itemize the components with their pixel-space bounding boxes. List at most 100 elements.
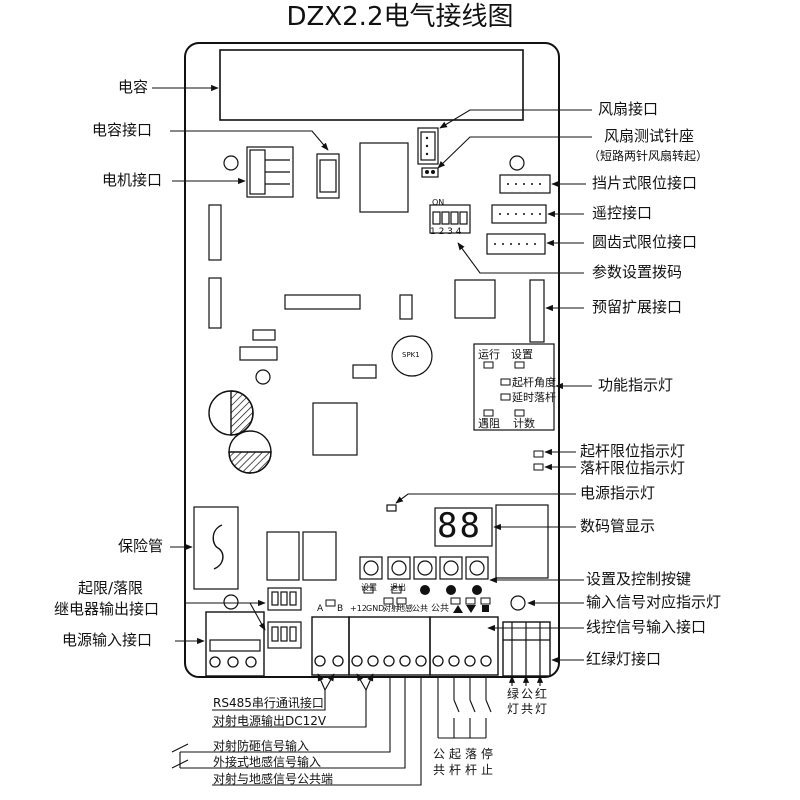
switch-stop2: 止: [481, 763, 494, 777]
ground-sense-label: 外接式地感信号输入: [213, 755, 322, 769]
terminal-b-label: B: [337, 604, 344, 614]
terminal-digan-label: 地感: [397, 604, 413, 613]
dip-numbers: 1 2 3 4: [430, 227, 462, 237]
remote-connector: [491, 204, 547, 224]
motor-connector: [246, 146, 294, 198]
blocked-indicator-label: 遇阻: [478, 417, 500, 430]
terminal-gonggong-label: 公共: [412, 604, 428, 613]
switch-stop: 停: [481, 747, 494, 761]
leader-dip: [457, 242, 584, 274]
shutter-limit-port-label: 挡片式限位接口: [592, 174, 698, 192]
fan-test-pin-label: 风扇测试针座: [604, 127, 695, 145]
up-button[interactable]: [413, 556, 437, 580]
function-indicator-label: 功能指示灯: [598, 376, 674, 394]
set-button-label: 设置: [361, 583, 377, 592]
leader-capacitor-port: [170, 130, 329, 151]
switch-common: 公: [433, 747, 446, 761]
board-component: [208, 277, 222, 329]
capacitor-port-label: 电容接口: [92, 121, 153, 139]
digital-display-label: 数码管显示: [580, 517, 656, 535]
fuse-label: 保险管: [118, 537, 164, 555]
relay-output-line2: 继电器输出接口: [54, 600, 160, 618]
board-component: [312, 402, 358, 456]
exit-button[interactable]: [387, 556, 411, 580]
capacitor-label: 电容: [118, 78, 149, 96]
traffic-common: 公: [521, 687, 534, 701]
shutter-limit-connector: [499, 174, 551, 194]
relay-output-connector: [267, 587, 302, 611]
leader-fan-test: [437, 136, 592, 169]
switch-rod1: 杆: [449, 763, 462, 777]
mcu-chip: [454, 279, 496, 319]
stop-button[interactable]: [465, 556, 489, 580]
terminal-screws: [209, 655, 492, 668]
function-indicator-panel: [473, 343, 555, 431]
wire-anti-smash: [180, 676, 391, 753]
board-component: [239, 346, 278, 361]
power-input-port-label: 电源输入接口: [62, 631, 153, 649]
fan-test-pin: [421, 167, 439, 178]
fuse: [193, 506, 239, 590]
rs485-terminal: [311, 616, 350, 676]
relay: [266, 531, 300, 581]
input-signal-indicator-label: 输入信号对应指示灯: [586, 593, 722, 611]
traffic-lamp1: 灯: [507, 702, 520, 716]
motor-port-label: 电机接口: [102, 171, 163, 189]
capacitor-shape: [219, 49, 524, 121]
fan-port-label: 风扇接口: [598, 100, 659, 118]
center-header: [284, 294, 361, 310]
reserved-ext-label: 预留扩展接口: [592, 298, 683, 316]
switch-lower: 落: [465, 747, 478, 761]
leader-relay-output-2: [249, 602, 266, 631]
raise-limit-indicator-label: 起杆限位指示灯: [580, 442, 686, 460]
fan-test-note: （短路两针风扇转起）: [588, 149, 709, 163]
switch-rod2: 杆: [465, 763, 478, 777]
switch-common2: 共: [433, 763, 446, 777]
leader-fan-port: [439, 109, 592, 129]
digital-display: [434, 507, 493, 547]
diagram-title: DZX2.2电气接线图: [286, 2, 514, 32]
count-indicator-label: 计数: [513, 417, 535, 430]
setting-keys-label: 设置及控制按键: [586, 570, 692, 588]
set-indicator-label: 设置: [511, 348, 533, 361]
mount-hole: [509, 155, 525, 171]
relay-output-line1: 起限/落限: [78, 579, 144, 597]
display-digits: 88: [437, 506, 482, 546]
lower-limit-indicator-label: 落杆限位指示灯: [580, 459, 686, 477]
run-indicator-label: 运行: [478, 348, 500, 361]
wire-ground-sense: [180, 676, 406, 769]
delay-lower-label: 延时落杆: [512, 391, 556, 404]
remote-port-label: 遥控接口: [592, 204, 653, 222]
relay-output-connector: [267, 621, 302, 649]
rs485-label: RS485串行通讯接口: [213, 696, 324, 710]
wire-common-terminal: [212, 676, 422, 786]
terminal-a-label: A: [317, 604, 324, 614]
leader-power-ind: [395, 493, 576, 504]
power-indicator-label: 电源指示灯: [580, 484, 656, 502]
param-dip-label: 参数设置拨码: [592, 263, 683, 281]
board-component: [399, 294, 413, 320]
down-button[interactable]: [439, 556, 463, 580]
power-indicator-led: [386, 504, 397, 512]
common-terminal-label: 对射与地感信号公共端: [213, 772, 334, 786]
dip-switch: [429, 204, 471, 234]
dip-on-label: ON: [432, 198, 445, 207]
hatched-component: [208, 390, 272, 474]
gear-limit-connector: [486, 233, 546, 255]
switch-raise: 起: [449, 747, 462, 761]
traffic-lamp2: 灯: [535, 702, 548, 716]
buzzer-label: SPK1: [402, 351, 420, 359]
set-button[interactable]: [359, 556, 383, 580]
relay-right: [495, 504, 549, 579]
mount-hole: [223, 594, 239, 610]
traffic-green: 绿: [507, 687, 520, 701]
relay: [302, 531, 337, 581]
raise-angle-label: 起杆角度: [512, 376, 556, 389]
leader-dc12v: [212, 690, 367, 728]
anti-smash-label: 对射防砸信号输入: [213, 739, 310, 753]
buzzer: [391, 335, 433, 377]
reserved-ext-connector: [529, 279, 545, 343]
board-component: [252, 329, 276, 341]
mount-hole: [255, 369, 271, 385]
